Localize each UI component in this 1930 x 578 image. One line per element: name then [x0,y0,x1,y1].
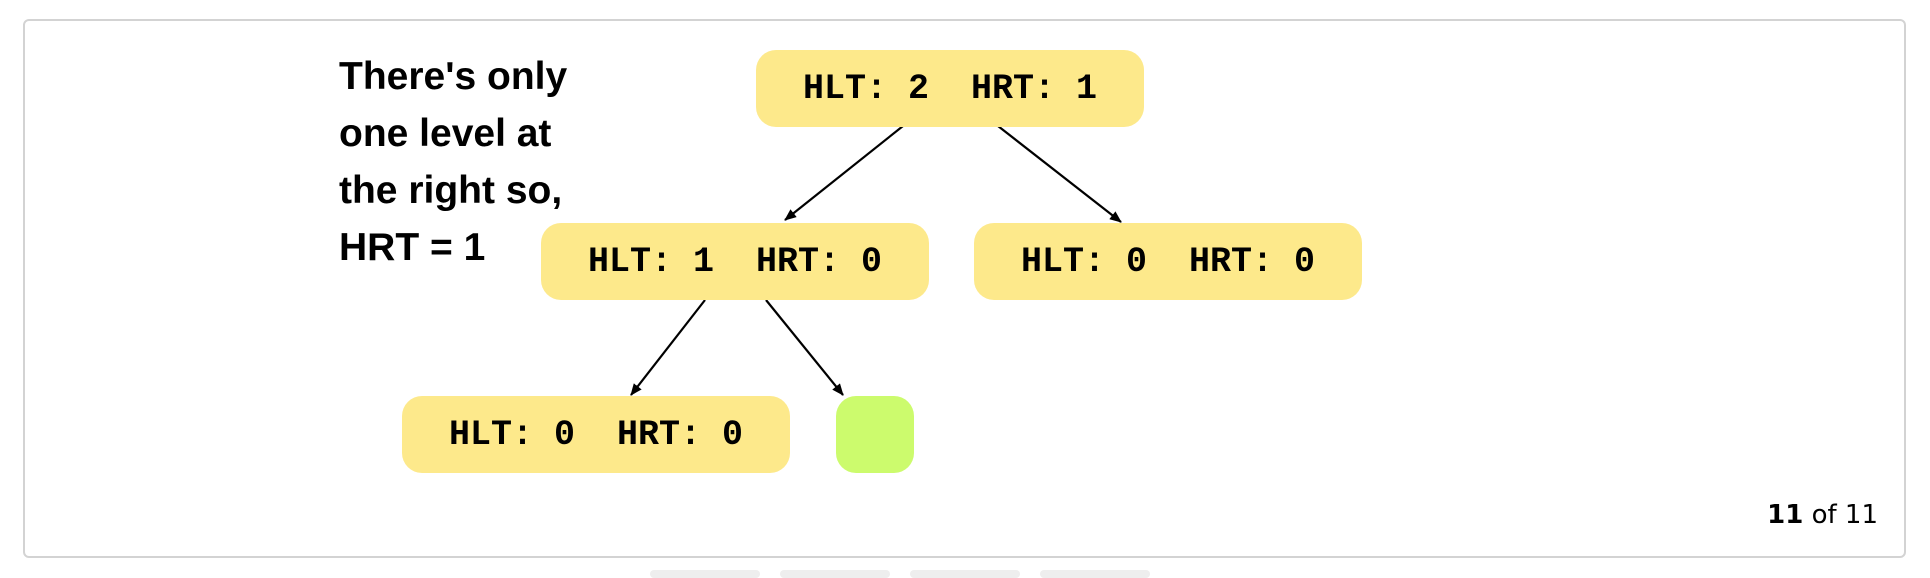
slide-counter: 11 of 11 [1767,500,1878,530]
thumbnail-placeholder[interactable] [650,570,760,578]
tree-node-right: HLT: 0 HRT: 0 [974,223,1362,300]
slide-caption: There's only one level at the right so, … [339,48,639,276]
thumbnail-placeholder[interactable] [1040,570,1150,578]
caption-line-2: one level at [339,112,552,155]
tree-node-root: HLT: 2 HRT: 1 [756,50,1144,127]
slide-counter-total: 11 [1844,500,1878,530]
tree-node-left-left: HLT: 0 HRT: 0 [402,396,790,473]
caption-line-4: HRT = 1 [339,226,486,269]
caption-line-1: There's only [339,55,568,98]
thumbnail-placeholder[interactable] [780,570,890,578]
tree-node-left-right-empty [836,396,914,473]
tree-node-left: HLT: 1 HRT: 0 [541,223,929,300]
thumbnail-placeholder[interactable] [910,570,1020,578]
slide-counter-separator: of [1811,500,1837,530]
thumbnail-strip [650,570,1300,578]
caption-line-3: the right so, [339,169,563,212]
slide-counter-current: 11 [1767,500,1804,530]
